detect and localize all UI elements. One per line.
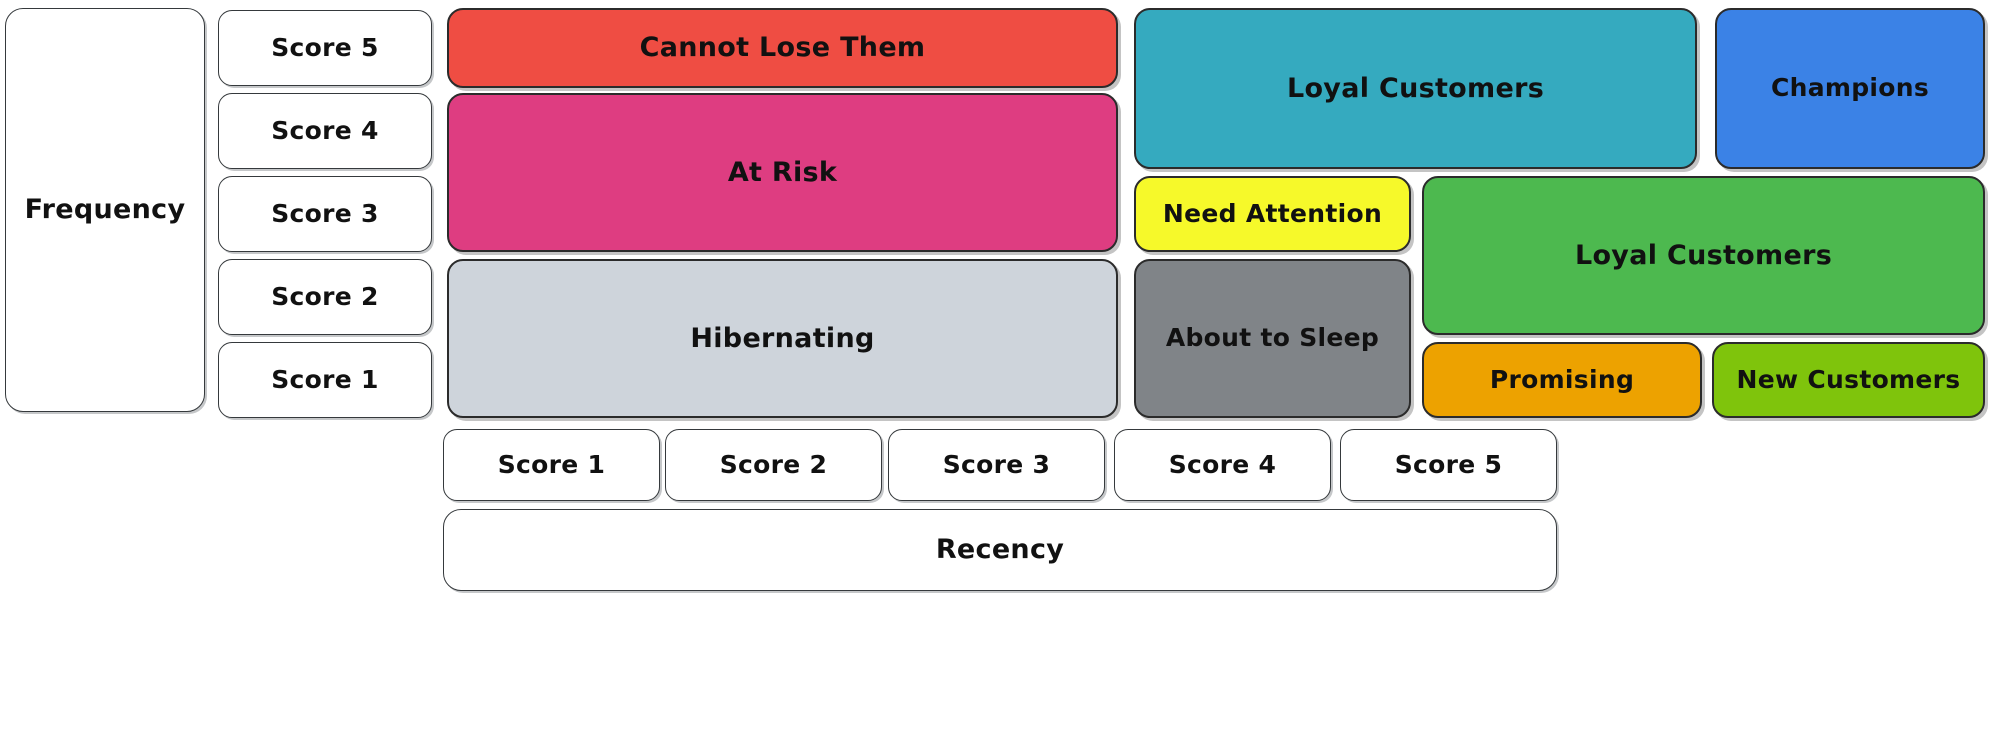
frequency-score-2[interactable]: Score 2 <box>218 259 432 335</box>
segment-new-customers[interactable]: New Customers <box>1712 342 1985 418</box>
segment-loyal-customers-teal[interactable]: Loyal Customers <box>1134 8 1697 169</box>
segment-loyal-customers-teal-label: Loyal Customers <box>1286 72 1545 104</box>
x-axis-label-text: Recency <box>935 534 1065 566</box>
frequency-score-5[interactable]: Score 5 <box>218 10 432 86</box>
frequency-score-1-label: Score 1 <box>271 364 379 394</box>
recency-score-4[interactable]: Score 4 <box>1114 429 1331 501</box>
segment-at-risk-label: At Risk <box>727 156 838 188</box>
segment-need-attention[interactable]: Need Attention <box>1134 176 1411 252</box>
segment-promising[interactable]: Promising <box>1422 342 1702 418</box>
segment-about-to-sleep[interactable]: About to Sleep <box>1134 259 1411 418</box>
segment-at-risk[interactable]: At Risk <box>447 93 1118 252</box>
recency-score-1[interactable]: Score 1 <box>443 429 660 501</box>
frequency-score-3[interactable]: Score 3 <box>218 176 432 252</box>
segment-promising-label: Promising <box>1489 364 1635 394</box>
x-axis-label-recency: Recency <box>443 509 1557 591</box>
frequency-score-3-label: Score 3 <box>271 198 379 228</box>
frequency-score-5-label: Score 5 <box>271 32 379 62</box>
segment-cannot-lose-them-label: Cannot Lose Them <box>639 32 926 64</box>
frequency-score-1[interactable]: Score 1 <box>218 342 432 418</box>
segment-champions-label: Champions <box>1770 73 1930 103</box>
segment-cannot-lose-them[interactable]: Cannot Lose Them <box>447 8 1118 88</box>
recency-score-3[interactable]: Score 3 <box>888 429 1105 501</box>
recency-score-1-label: Score 1 <box>497 449 606 479</box>
recency-score-2[interactable]: Score 2 <box>665 429 882 501</box>
recency-score-4-label: Score 4 <box>1168 449 1277 479</box>
segment-need-attention-label: Need Attention <box>1162 198 1383 228</box>
segment-loyal-customers-green[interactable]: Loyal Customers <box>1422 176 1985 335</box>
segment-hibernating-label: Hibernating <box>690 322 875 354</box>
frequency-score-4[interactable]: Score 4 <box>218 93 432 169</box>
y-axis-label-frequency: Frequency <box>5 8 205 412</box>
segment-hibernating[interactable]: Hibernating <box>447 259 1118 418</box>
segment-champions[interactable]: Champions <box>1715 8 1985 169</box>
recency-score-2-label: Score 2 <box>719 449 828 479</box>
segment-about-to-sleep-label: About to Sleep <box>1165 323 1380 353</box>
frequency-score-2-label: Score 2 <box>271 281 379 311</box>
segment-loyal-customers-green-label: Loyal Customers <box>1574 239 1833 271</box>
segment-new-customers-label: New Customers <box>1736 364 1961 394</box>
frequency-score-4-label: Score 4 <box>271 115 379 145</box>
recency-score-3-label: Score 3 <box>942 449 1051 479</box>
recency-score-5[interactable]: Score 5 <box>1340 429 1557 501</box>
y-axis-label-text: Frequency <box>24 194 186 226</box>
recency-score-5-label: Score 5 <box>1394 449 1503 479</box>
